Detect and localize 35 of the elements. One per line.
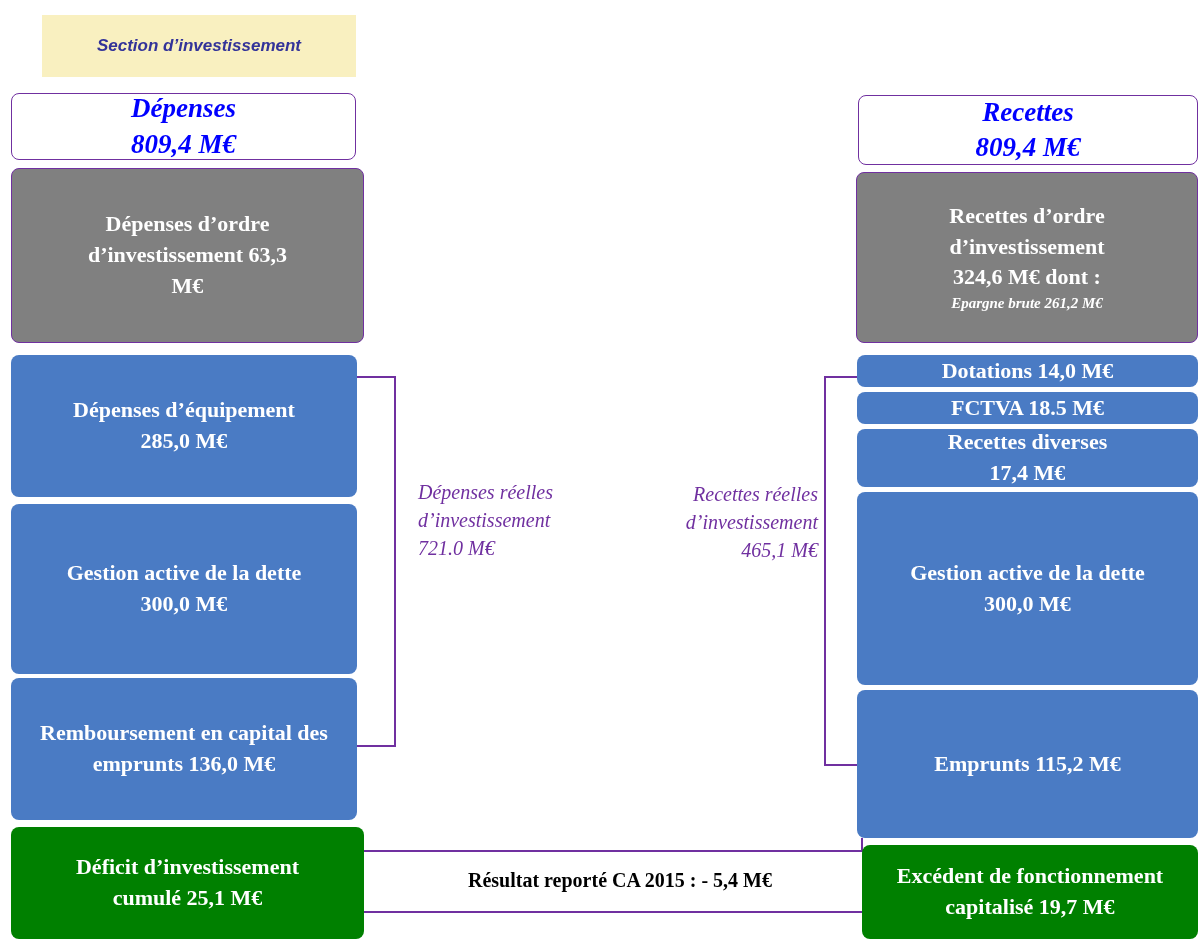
connector-line [363, 837, 863, 852]
box-text: Gestion active de la dette 300,0 M€ [909, 558, 1146, 618]
section-title-box [42, 15, 356, 77]
box-text: Déficit d’investissement cumulé 25,1 M€ [75, 853, 300, 912]
budget-box [857, 392, 1198, 424]
budget-box [11, 678, 357, 820]
order-box [856, 172, 1198, 343]
box-text: Section d’investissement [96, 35, 302, 58]
bracket-label: Dépenses réelles d’investissement 721.0 M€ [418, 480, 554, 561]
budget-box [857, 429, 1198, 487]
balance-box [862, 845, 1198, 939]
box-text: Excédent de fonctionnement capitalisé 19,7 M€ [895, 862, 1165, 921]
note-text: Epargne brute 261,2 M€ [951, 294, 1103, 314]
budget-box [857, 690, 1198, 838]
bracket-label: Recettes réelles d’investissement 465,1 M€ [684, 482, 818, 563]
box-text: Remboursement en capital des emprunts 136,0 M€ [39, 719, 329, 778]
box-text: Dépenses d’équipement 285,0 M€ [72, 396, 296, 455]
header-text: Dépenses 809,4 M€ [130, 92, 238, 161]
header-box [858, 95, 1198, 165]
budget-box [11, 355, 357, 497]
budget-box [11, 504, 357, 674]
order-box [11, 168, 364, 343]
box-text: Recettes d’ordre d’investissement 324,6 M€ dont : [948, 201, 1106, 292]
box-text: Recettes diverses 17,4 M€ [946, 428, 1109, 487]
box-text: Emprunts 115,2 M€ [934, 749, 1121, 778]
box-text: Dépenses d’ordre d’investissement 63,3 M€ [87, 210, 288, 300]
balance-box [11, 827, 364, 939]
box-text: Gestion active de la dette 300,0 M€ [65, 559, 303, 618]
budget-box [857, 355, 1198, 387]
box-text: FCTVA 18.5 M€ [951, 393, 1104, 422]
box-text: Dotations 14,0 M€ [941, 356, 1114, 385]
budget-box [857, 492, 1198, 685]
header-box [11, 93, 356, 160]
connector-line [363, 911, 863, 913]
header-text: Recettes 809,4 M€ [974, 95, 1082, 164]
